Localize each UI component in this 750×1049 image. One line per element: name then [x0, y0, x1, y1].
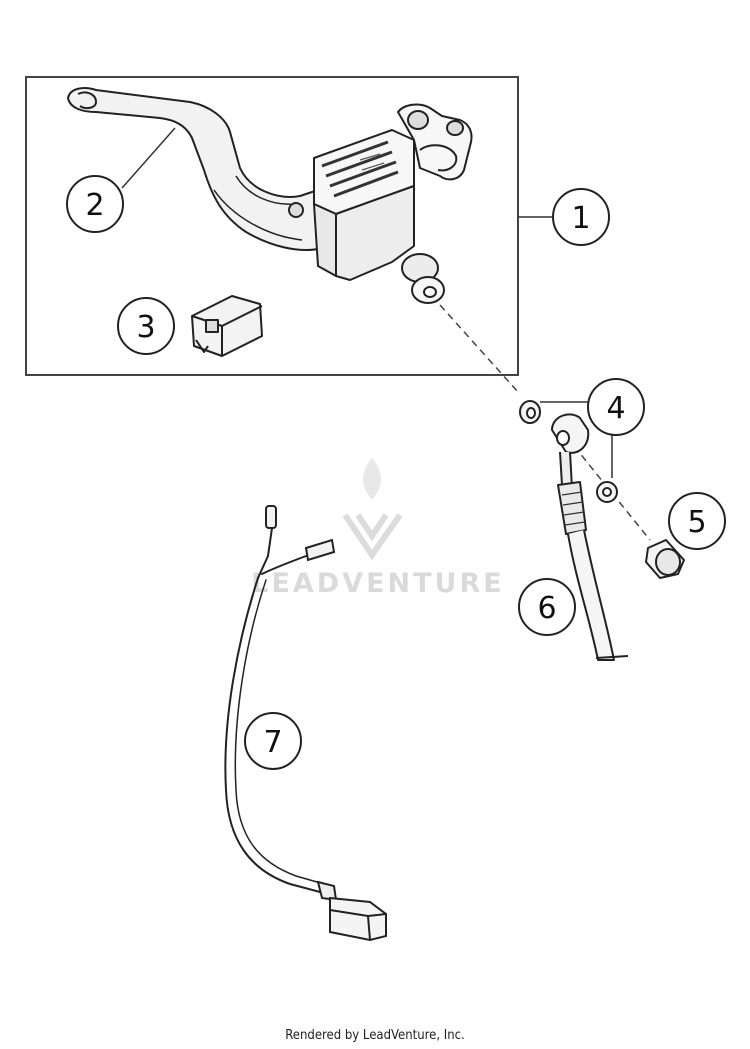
watermark-text: LEADVENTURE	[251, 568, 504, 599]
washers	[519, 400, 618, 503]
callout-label: 1	[571, 201, 590, 236]
assembly-box	[25, 76, 519, 376]
callout-label: 7	[263, 725, 282, 760]
callout-label: 2	[85, 188, 104, 223]
callout-label: 4	[606, 391, 625, 426]
callout-3: 3	[117, 297, 175, 355]
callout-2: 2	[66, 175, 124, 233]
brake-switch	[191, 295, 263, 357]
alignment-line	[439, 304, 519, 393]
leader-line-2	[121, 127, 176, 189]
callout-5: 5	[668, 492, 726, 550]
master-cylinder	[313, 103, 473, 304]
watermark: LEADVENTURE	[251, 458, 504, 599]
brake-lever	[67, 87, 323, 251]
brake-hose	[551, 413, 629, 661]
callout-label: 5	[687, 505, 706, 540]
callout-label: 6	[537, 591, 556, 626]
callout-1: 1	[552, 188, 610, 246]
wiring-harness	[224, 505, 387, 942]
callout-7: 7	[244, 712, 302, 770]
flame-v-logo-icon	[342, 458, 403, 561]
footer-credit: Rendered by LeadVenture, Inc.	[285, 1028, 465, 1043]
callout-6: 6	[518, 578, 576, 636]
banjo-bolt	[645, 539, 685, 579]
callout-4: 4	[587, 378, 645, 436]
callout-label: 3	[136, 310, 155, 345]
